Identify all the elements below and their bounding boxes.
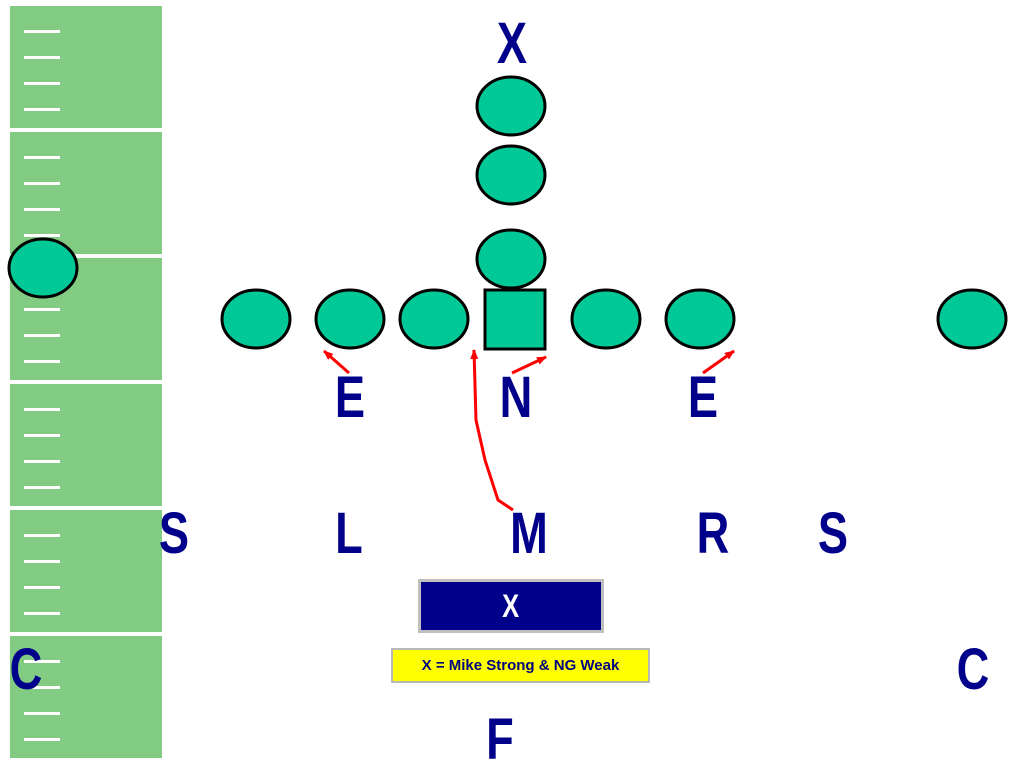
left-end-arrow [323, 349, 350, 375]
hash-mark [24, 334, 60, 337]
offense-player-left-tackle [314, 288, 386, 350]
offense-top-label: X [496, 11, 528, 76]
hash-mark [24, 686, 60, 689]
defense-nose-guard-label: N [499, 365, 533, 430]
nose-guard-arrow [511, 355, 547, 375]
legend-note: X = Mike Strong & NG Weak [391, 648, 650, 683]
call-box: X [418, 579, 604, 633]
offense-player-split-end [7, 237, 79, 299]
hash-mark [24, 486, 60, 489]
hash-mark [24, 208, 60, 211]
hash-mark [24, 182, 60, 185]
field-segment [10, 510, 162, 632]
offense-player-right-guard [570, 288, 642, 350]
defense-right-corner-label: C [956, 637, 990, 702]
defense-left-side-label: S [158, 501, 190, 566]
legend-note-text: X = Mike Strong & NG Weak [421, 657, 620, 674]
defense-left-corner-label: C [9, 637, 43, 702]
hash-mark [24, 308, 60, 311]
field-segment [10, 384, 162, 506]
offense-player-quarterback [475, 228, 547, 290]
defense-left-lb-label: L [335, 501, 363, 566]
offense-player-center [483, 288, 547, 351]
field-segment [10, 636, 162, 758]
mike-lb-arrow [470, 349, 514, 512]
hash-mark [24, 738, 60, 741]
offense-player-flanker [936, 288, 1008, 350]
hash-mark [24, 586, 60, 589]
hash-mark [24, 82, 60, 85]
hash-mark [24, 712, 60, 715]
offense-player-left-guard [398, 288, 470, 350]
hash-mark [24, 612, 60, 615]
defense-left-end-label: E [334, 365, 366, 430]
hash-mark [24, 30, 60, 33]
field-segment [10, 132, 162, 254]
hash-mark [24, 360, 60, 363]
hash-mark [24, 108, 60, 111]
offense-player-tight-end [220, 288, 292, 350]
offense-player-fullback [475, 144, 547, 206]
defense-right-side-label: S [817, 501, 849, 566]
hash-mark [24, 534, 60, 537]
offense-player-right-tackle [664, 288, 736, 350]
defense-right-end-label: E [687, 365, 719, 430]
hash-mark [24, 156, 60, 159]
hash-mark [24, 434, 60, 437]
hash-mark [24, 56, 60, 59]
field-sideline-strip [10, 6, 162, 762]
field-segment [10, 6, 162, 128]
hash-mark [24, 460, 60, 463]
defense-mike-lb-label: M [510, 501, 548, 566]
hash-mark [24, 408, 60, 411]
defense-right-lb-label: R [696, 501, 730, 566]
offense-player-tailback [475, 75, 547, 137]
right-end-arrow [702, 349, 735, 375]
hash-mark [24, 560, 60, 563]
defense-free-safety-label: F [486, 707, 514, 772]
hash-mark [24, 660, 60, 663]
hash-mark [24, 234, 60, 237]
call-box-label: X [502, 587, 520, 624]
